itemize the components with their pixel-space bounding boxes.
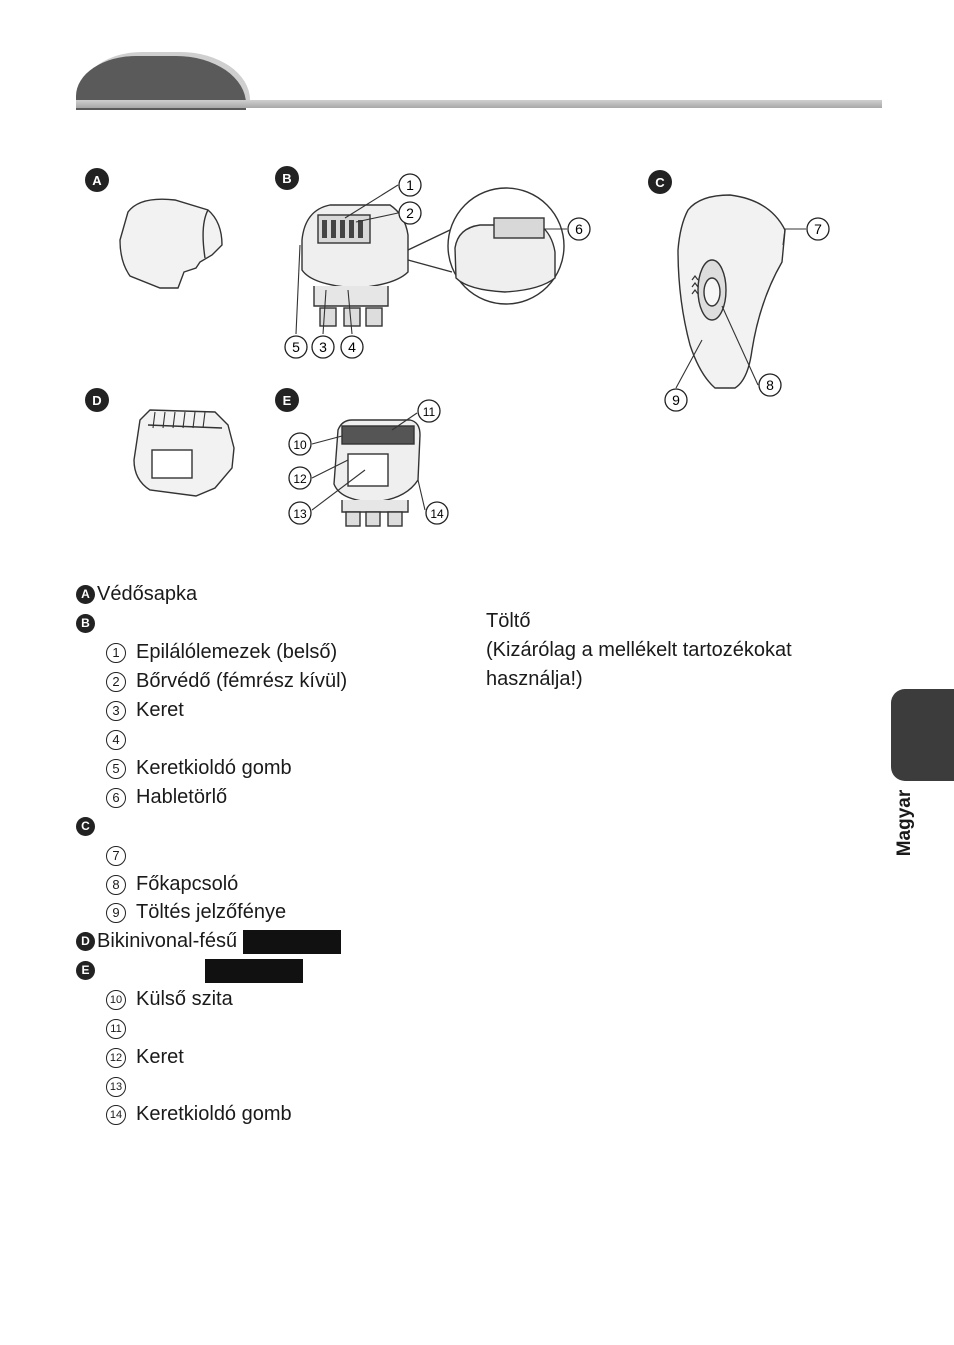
svg-text:1: 1 — [406, 177, 414, 193]
charger-note-line-2: használja!) — [486, 668, 583, 690]
badge-e: E — [275, 388, 299, 412]
legend-item: 11 — [106, 1016, 136, 1040]
legend-d-text: Bikinivonal-fésű — [97, 930, 238, 952]
badge-a: A — [85, 168, 109, 192]
legend-item: 4 — [106, 727, 136, 751]
callout-12: 12 — [288, 466, 312, 490]
legend-e: E — [76, 958, 303, 983]
svg-text:4: 4 — [348, 339, 356, 355]
shaver-head-drawing — [333, 419, 421, 527]
callout-6: 6 — [567, 217, 591, 241]
protective-cap-drawing — [119, 198, 223, 289]
callout-7: 7 — [806, 217, 830, 241]
charger-note-line-1: (Kizárólag a mellékelt tartozékokat — [486, 639, 792, 661]
callout-14: 14 — [425, 501, 449, 525]
legend-badge-b: B — [76, 614, 95, 634]
legend-a-text: Védősapka — [97, 583, 198, 605]
svg-text:11: 11 — [423, 405, 436, 419]
legend-badge-c: C — [76, 817, 95, 837]
legend-b: B — [76, 611, 97, 635]
legend-c: C — [76, 814, 97, 838]
callout-1: 1 — [398, 173, 422, 197]
svg-text:A: A — [92, 173, 102, 188]
language-label: Magyar — [894, 789, 915, 857]
badge-c: C — [648, 170, 672, 194]
charger-title: Töltő — [486, 610, 531, 632]
svg-text:2: 2 — [406, 205, 414, 221]
svg-text:5: 5 — [292, 339, 300, 355]
bikini-comb-drawing — [133, 409, 235, 497]
legend-badge-e: E — [76, 961, 95, 981]
badge-b: B — [275, 166, 299, 190]
callout-10: 10 — [288, 432, 312, 456]
svg-text:C: C — [655, 175, 665, 190]
svg-text:B: B — [282, 171, 291, 186]
legend-badge-d: D — [76, 932, 95, 952]
callout-4: 4 — [340, 335, 364, 359]
svg-text:14: 14 — [430, 507, 444, 521]
badge-d: D — [85, 388, 109, 412]
callout-2: 2 — [398, 201, 422, 225]
svg-text:D: D — [92, 393, 101, 408]
svg-text:9: 9 — [672, 392, 680, 408]
svg-text:13: 13 — [293, 507, 307, 521]
callout-11: 11 — [417, 399, 441, 423]
callout-9: 9 — [664, 388, 688, 412]
svg-text:7: 7 — [814, 221, 822, 237]
legend-badge-a: A — [76, 585, 95, 605]
svg-text:E: E — [283, 393, 292, 408]
language-side-tab — [891, 689, 954, 781]
svg-text:8: 8 — [766, 377, 774, 393]
epilator-body-drawing — [677, 194, 786, 389]
parts-illustration: A B C — [85, 166, 830, 527]
epilator-head-drawing — [301, 187, 565, 327]
redaction-bar — [205, 958, 303, 983]
svg-text:12: 12 — [293, 472, 307, 486]
callout-13: 13 — [288, 501, 312, 525]
leader-lines — [295, 184, 806, 511]
redaction-bar — [243, 929, 342, 954]
callout-8: 8 — [758, 373, 782, 397]
svg-text:6: 6 — [575, 221, 583, 237]
legend-item: 7 — [106, 843, 136, 867]
legend-item: 13 — [106, 1074, 136, 1098]
svg-text:3: 3 — [319, 339, 327, 355]
header-rule — [76, 100, 882, 108]
callout-3: 3 — [311, 335, 335, 359]
svg-text:10: 10 — [293, 438, 307, 452]
callout-numbers: 1 2 3 4 5 6 7 8 9 10 11 12 13 14 — [284, 173, 830, 525]
callout-5: 5 — [284, 335, 308, 359]
